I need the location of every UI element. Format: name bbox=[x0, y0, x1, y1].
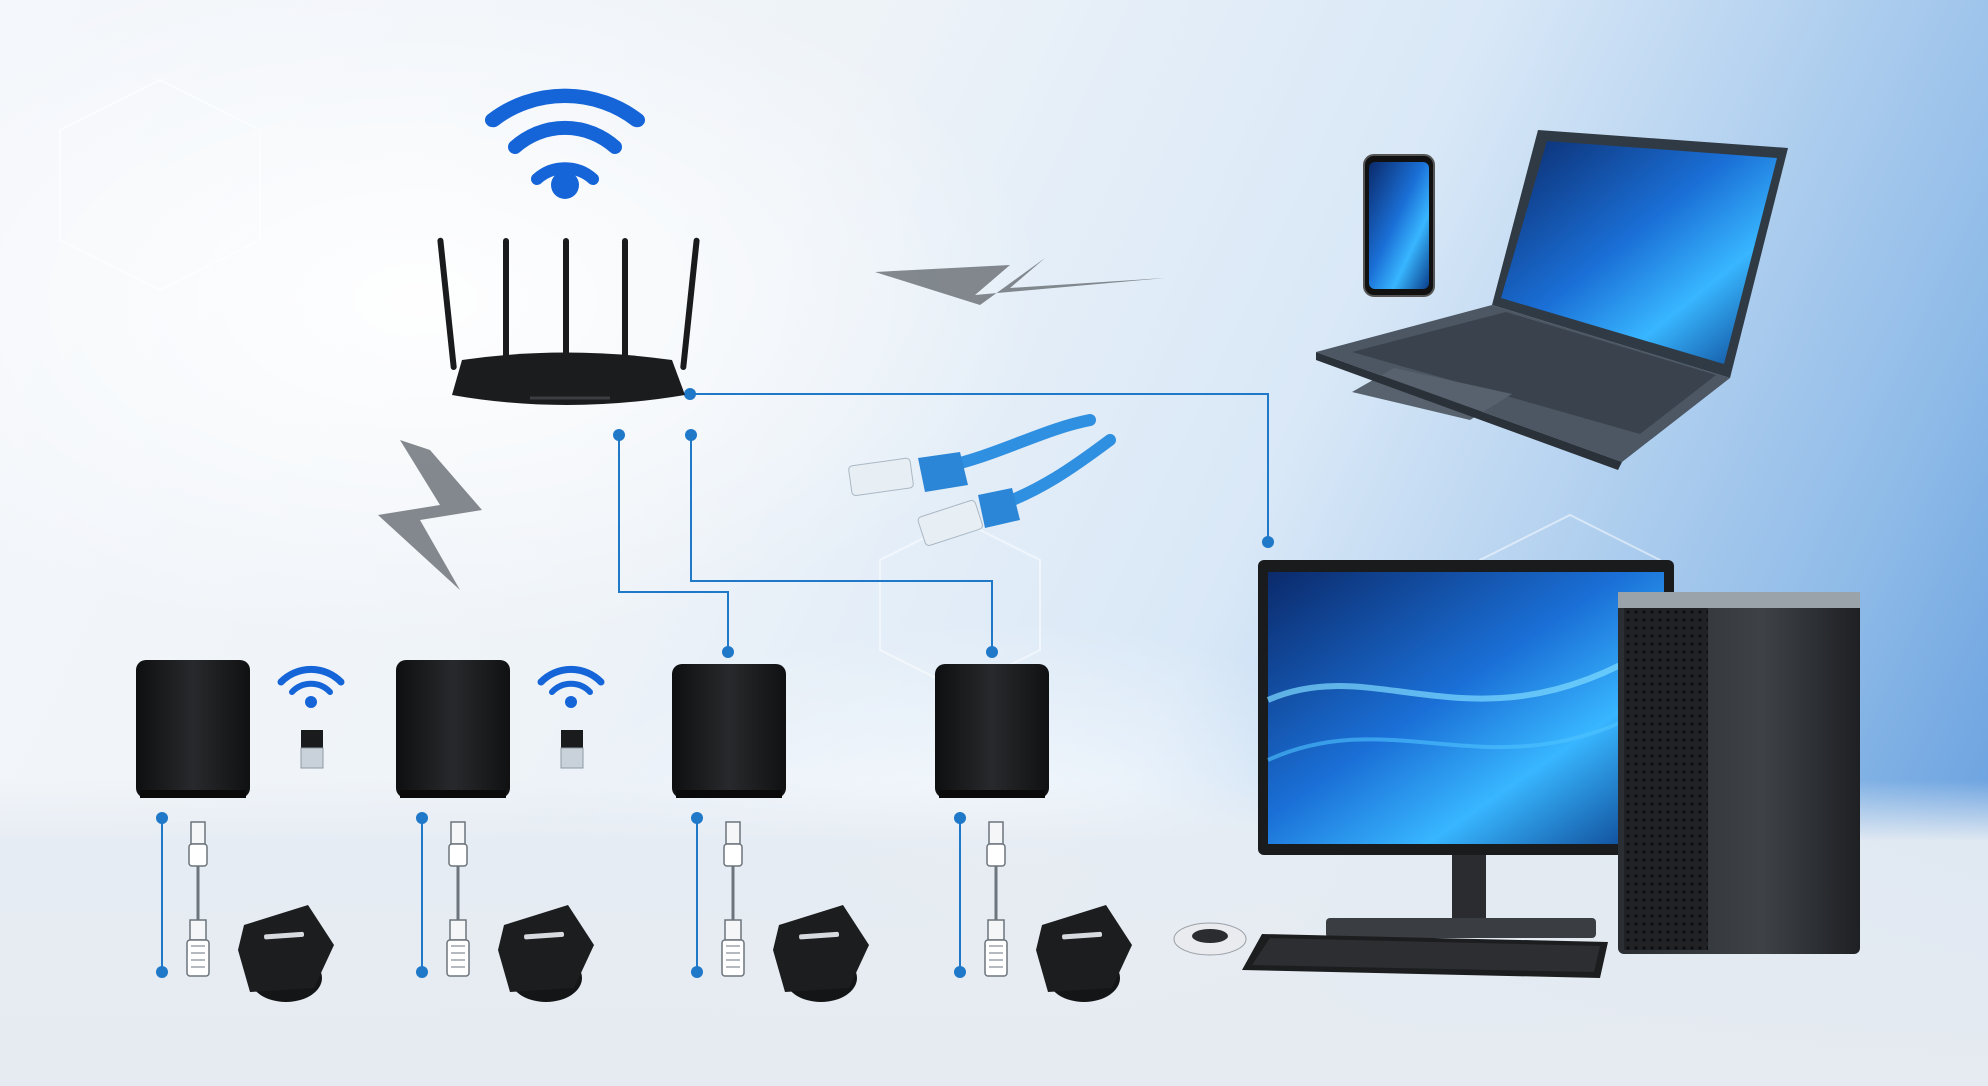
link-router-desktop bbox=[690, 393, 1269, 542]
wireless-link-icon bbox=[378, 440, 482, 590]
serial-device-4 bbox=[1036, 905, 1132, 1002]
device-server-4 bbox=[935, 664, 1049, 798]
serial-group-4 bbox=[954, 812, 1132, 1002]
usb-connector-icon bbox=[723, 821, 743, 920]
serial-device-1 bbox=[238, 905, 334, 1002]
db9-serial-connector-icon bbox=[186, 919, 210, 977]
device-server-3 bbox=[672, 664, 786, 798]
serial-group-1 bbox=[156, 812, 334, 1002]
router-icon bbox=[437, 237, 700, 405]
db9-serial-connector-icon bbox=[446, 919, 470, 977]
usb-wifi-dongle-icon bbox=[277, 665, 345, 769]
usb-connector-icon bbox=[986, 821, 1006, 920]
link-endpoint bbox=[691, 966, 703, 978]
desktop-computer bbox=[1173, 560, 1860, 978]
ethernet-cable-icon bbox=[848, 414, 1116, 546]
link-endpoint bbox=[156, 812, 168, 824]
device-server-2 bbox=[396, 660, 510, 798]
link-endpoint bbox=[691, 812, 703, 824]
usb-wifi-dongle-icon bbox=[537, 665, 605, 769]
serial-group-3 bbox=[691, 812, 869, 1002]
link-endpoint bbox=[156, 966, 168, 978]
link-endpoint bbox=[416, 812, 428, 824]
db9-serial-connector-icon bbox=[984, 919, 1008, 977]
usb-connector-icon bbox=[188, 821, 208, 920]
link-endpoints bbox=[613, 388, 1274, 658]
wifi-icon bbox=[485, 88, 645, 199]
serial-links bbox=[156, 812, 1132, 1002]
laptop bbox=[1316, 130, 1788, 470]
wired-links bbox=[618, 393, 1269, 652]
link-endpoint bbox=[954, 812, 966, 824]
serial-device-3 bbox=[773, 905, 869, 1002]
serial-group-2 bbox=[416, 812, 594, 1002]
link-router-server-3 bbox=[618, 435, 729, 652]
serial-device-2 bbox=[498, 905, 594, 1002]
smartphone bbox=[1363, 154, 1435, 297]
db9-serial-connector-icon bbox=[721, 919, 745, 977]
link-router-server-4 bbox=[690, 435, 993, 652]
link-endpoint bbox=[416, 966, 428, 978]
wireless-link-icon bbox=[875, 258, 1165, 305]
link-endpoint bbox=[954, 966, 966, 978]
usb-connector-icon bbox=[448, 821, 468, 920]
device-server-1 bbox=[136, 660, 250, 798]
